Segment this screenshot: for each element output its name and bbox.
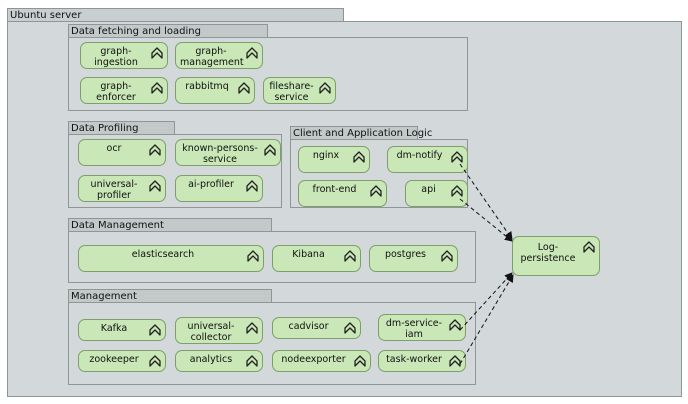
service-dm-service-iam[interactable]: dm-service-iam [378,314,466,341]
component-chevron-icon [151,82,163,94]
component-chevron-icon [449,319,461,331]
component-chevron-icon [264,144,276,156]
service-postgres[interactable]: postgres [369,245,458,272]
component-chevron-icon [246,322,258,334]
component-chevron-icon [370,185,382,197]
service-kibana[interactable]: Kibana [272,245,361,272]
component-chevron-icon [319,82,331,94]
service-known-persons-service[interactable]: known-persons-service [175,139,281,166]
service-kafka[interactable]: Kafka [78,319,166,341]
component-chevron-icon [344,322,356,334]
component-chevron-icon [149,144,161,156]
group-client-app-logic [290,139,468,208]
component-chevron-icon [583,241,595,253]
component-chevron-icon [441,250,453,262]
service-cadvisor[interactable]: cadvisor [272,317,361,339]
connector-api-to-log [459,198,513,242]
group-title: Client and Application Logic [293,128,433,139]
group-title: Data fetching and loading [71,26,201,37]
service-ai-profiler[interactable]: ai-profiler [175,175,263,202]
service-log-persistence[interactable]: Log-persistence [512,236,600,276]
service-graph-enforcer[interactable]: graph-enforcer [80,77,168,104]
component-chevron-icon [149,180,161,192]
service-graph-management[interactable]: graph-management [175,42,263,69]
group-data-management [68,231,476,283]
connector-task-worker-to-log [459,274,514,365]
service-fileshare-service[interactable]: fileshare-service [263,77,336,104]
group-data-fetching [68,37,468,111]
group-title: Data Management [71,220,164,231]
service-rabbitmq[interactable]: rabbitmq [175,77,255,104]
service-front-end[interactable]: front-end [298,180,387,207]
component-chevron-icon [149,324,161,336]
component-chevron-icon [344,250,356,262]
component-chevron-icon [451,151,463,163]
service-universal-profiler[interactable]: universal-profiler [78,175,166,202]
component-chevron-icon [246,47,258,59]
service-analytics[interactable]: analytics [175,350,263,372]
service-dm-notify[interactable]: dm-notify [387,146,468,173]
component-chevron-icon [353,151,365,163]
service-api[interactable]: api [405,180,468,207]
server-title: Ubuntu server [10,10,82,21]
component-chevron-icon [246,355,258,367]
group-management [68,302,476,385]
group-title: Data Profiling [71,123,139,134]
component-chevron-icon [238,82,250,94]
connector-dm-service-iam-to-log [459,272,513,331]
service-elasticsearch[interactable]: elasticsearch [78,245,264,272]
component-chevron-icon [246,180,258,192]
connector-dm-notify-to-log [459,163,513,240]
component-chevron-icon [151,47,163,59]
group-title: Management [71,291,137,302]
service-ocr[interactable]: ocr [78,139,166,166]
component-chevron-icon [149,355,161,367]
component-chevron-icon [449,355,461,367]
component-chevron-icon [247,250,259,262]
group-data-profiling [68,134,282,208]
service-universal-collector[interactable]: universal-collector [175,317,263,344]
service-zookeeper[interactable]: zookeeper [78,350,166,372]
service-graph-ingestion[interactable]: graph-ingestion [80,42,168,69]
service-nodeexporter[interactable]: nodeexporter [272,350,371,372]
component-chevron-icon [451,185,463,197]
service-nginx[interactable]: nginx [298,146,370,173]
service-task-worker[interactable]: task-worker [378,350,466,372]
component-chevron-icon [354,355,366,367]
